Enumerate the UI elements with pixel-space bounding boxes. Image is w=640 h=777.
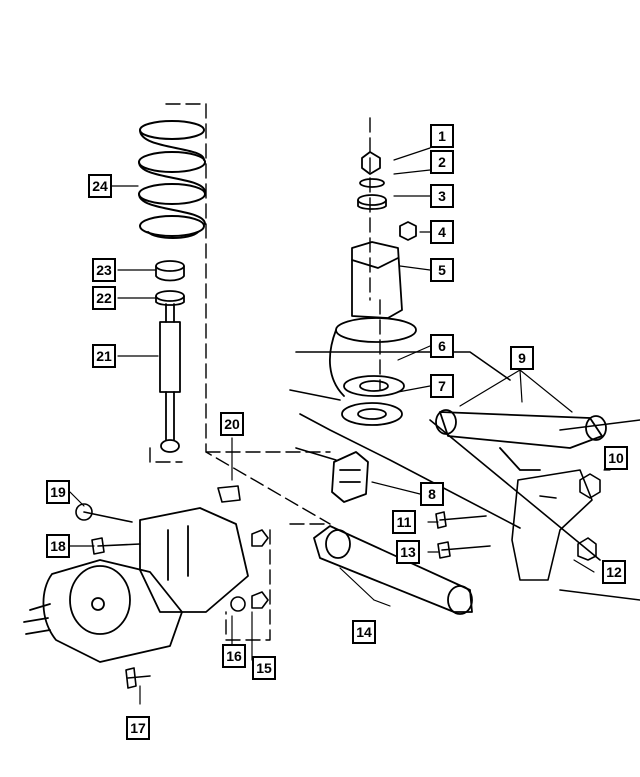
callout-13b: 13	[396, 540, 420, 564]
callout-20: 20	[220, 412, 244, 436]
leader-lines	[69, 147, 611, 705]
frame-rail	[289, 351, 640, 601]
dashed-guide-lines	[149, 103, 381, 641]
coil-spring	[138, 120, 206, 239]
fasteners	[75, 503, 491, 689]
callout-16: 16	[222, 644, 246, 668]
callout-5: 5	[430, 258, 454, 282]
callout-15: 15	[252, 656, 276, 680]
callout-3: 3	[430, 184, 454, 208]
callout-6: 6	[430, 334, 454, 358]
bracket-clip	[217, 485, 241, 503]
upper-mount-hardware	[357, 151, 417, 241]
callout-23: 23	[92, 258, 116, 282]
callout-10: 10	[604, 446, 628, 470]
callout-17: 17	[126, 716, 150, 740]
jounce-bumper	[331, 451, 369, 503]
callout-9: 9	[510, 346, 534, 370]
callout-2: 2	[430, 150, 454, 174]
spring-isolator	[155, 260, 185, 306]
spring-bracket	[329, 241, 417, 426]
callout-19: 19	[46, 480, 70, 504]
upper-control-arm	[435, 409, 607, 471]
lower-control-arm	[313, 525, 473, 615]
callout-22: 22	[92, 286, 116, 310]
callout-14: 14	[352, 620, 376, 644]
callout-18: 18	[46, 534, 70, 558]
callout-8: 8	[420, 482, 444, 506]
callout-12: 12	[602, 560, 626, 584]
callout-1: 1	[430, 124, 454, 148]
callout-4: 4	[430, 220, 454, 244]
callout-21: 21	[92, 344, 116, 368]
callout-24: 24	[88, 174, 112, 198]
callout-11: 11	[392, 510, 416, 534]
frame-bracket-right	[511, 469, 601, 581]
callout-7: 7	[430, 374, 454, 398]
shock-absorber	[159, 303, 181, 453]
axle-housing	[23, 507, 249, 663]
